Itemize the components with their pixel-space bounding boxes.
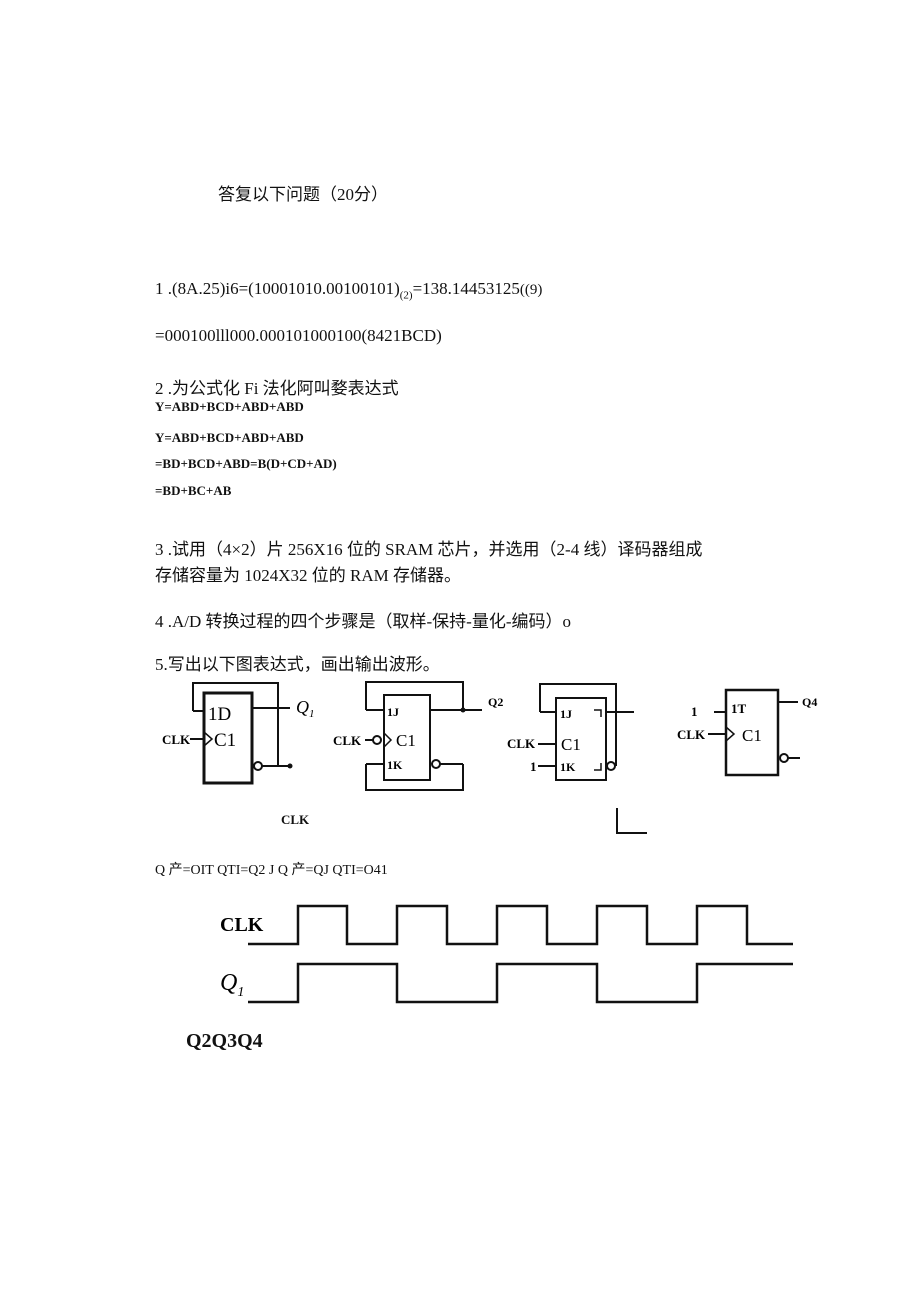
q2-step: =BD+BCD+ABD=B(D+CD+AD) xyxy=(155,456,337,471)
q1-line1-main: 1 .(8A.25)i6=(10001010.00100101) xyxy=(155,279,400,298)
clk-caption: CLK xyxy=(281,812,310,827)
ff2-k-label: 1K xyxy=(387,758,403,772)
ff2-j-feedback xyxy=(365,681,464,710)
waveform-q1-text: Q xyxy=(220,970,237,996)
ff2-clk-label: CLK xyxy=(333,733,362,748)
ff4-clk-label: CLK xyxy=(677,727,706,742)
ff1-q-label: Q1 xyxy=(296,697,315,720)
q4-line: 4 .A/D 转换过程的四个步骤是（取样-保持-量化-编码）o xyxy=(155,612,572,631)
ff2-j-label: 1J xyxy=(387,705,399,719)
ff4-t-label: 1T xyxy=(731,701,747,716)
section-heading: 答复以下问题（20分） xyxy=(218,185,388,204)
q5-equations: Q 产=OIT QTI=Q2 J Q 产=QJ QTI=O41 xyxy=(155,863,388,878)
ff1-clk-label: CLK xyxy=(162,732,191,747)
q3-line1: 3 .试用（4×2）片 256X16 位的 SRAM 芯片，并选用（2-4 线）… xyxy=(155,540,703,559)
q2-step: Y=ABD+BCD+ABD+ABD xyxy=(155,430,304,445)
ff3-body xyxy=(555,697,607,781)
ff1-feedback-wire xyxy=(192,682,279,766)
q2-result: =BD+BC+AB xyxy=(155,483,232,498)
q1-line1-tail: ((9) xyxy=(519,282,543,298)
ff1-q-subscript: 1 xyxy=(309,708,315,720)
ff3-clk-label: CLK xyxy=(507,736,536,751)
q3-line2: 存储容量为 1024X32 位的 RAM 存储器。 xyxy=(155,566,462,585)
clk-waveform xyxy=(248,904,793,946)
q1-waveform xyxy=(248,962,793,1004)
ff3-j-label: 1J xyxy=(560,707,572,721)
ff1-clk-triangle xyxy=(203,731,214,747)
waveform-clk-label: CLK xyxy=(220,914,264,936)
q1-line1-subscript: (2) xyxy=(399,289,413,302)
outputs-label: Q2Q3Q4 xyxy=(186,1030,263,1052)
ff1-d-label: 1D xyxy=(208,704,231,725)
corner-mark xyxy=(616,808,647,834)
ff3-feedback-wire xyxy=(539,683,617,766)
ff4-clk-triangle xyxy=(725,726,736,742)
ff2-q-label: Q2 xyxy=(488,695,503,709)
ff2-k-feedback xyxy=(365,764,464,791)
waveform-q1-label: Q1 xyxy=(220,970,244,1000)
ff2-junction xyxy=(460,707,466,713)
ff2-clk-triangle xyxy=(383,732,393,748)
ff3-k-label: 1K xyxy=(560,760,576,774)
q2-expression: Y=ABD+BCD+ABD+ABD xyxy=(155,399,304,414)
ff1-q-text: Q xyxy=(296,697,309,717)
ff4-body xyxy=(724,688,780,777)
ff4-q-label: Q4 xyxy=(802,695,817,709)
ff2-body xyxy=(383,694,431,781)
q1-line1-result: =138.14453125 xyxy=(412,279,520,298)
q1-line2: =000100lll000.000101000100(8421BCD) xyxy=(155,326,442,345)
ff3-one-label: 1 xyxy=(530,759,537,774)
ff4-one-label: 1 xyxy=(691,704,698,719)
ff2-c-label: C1 xyxy=(396,731,416,750)
q5-title: 5.写出以下图表达式，画出输出波形。 xyxy=(155,655,440,674)
waveform-q1-subscript: 1 xyxy=(237,985,244,1000)
q1-line1: 1 .(8A.25)i6=(10001010.00100101)(2)=138.… xyxy=(155,279,542,301)
ff3-c-label: C1 xyxy=(561,735,581,754)
ff1-c-label: C1 xyxy=(214,730,236,751)
ff3-qbar-mark xyxy=(594,763,602,771)
ff4-c-label: C1 xyxy=(742,726,762,745)
ff3-qbar-bubble xyxy=(606,761,616,771)
q2-title: 2 .为公式化 Fi 法化阿叫婺表达式 xyxy=(155,379,399,398)
ff1-junction xyxy=(287,763,293,769)
ff3-q-mark xyxy=(594,709,602,717)
